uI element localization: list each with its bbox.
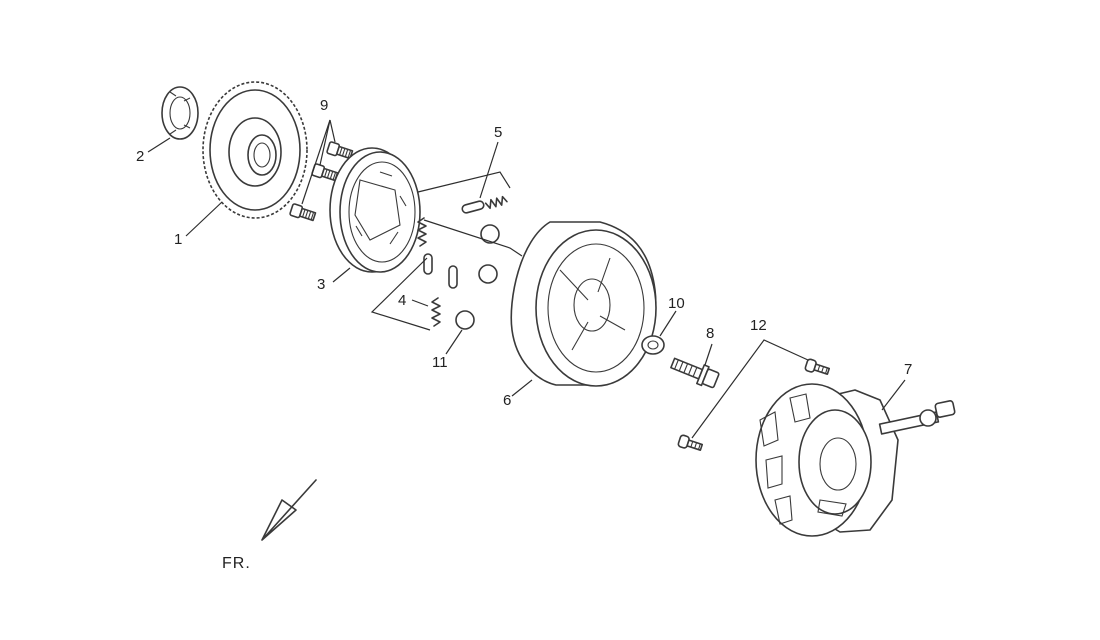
part-12-screws xyxy=(677,358,831,451)
part-8-flange-bolt xyxy=(670,357,720,389)
callout-1: 1 xyxy=(174,231,182,248)
callout-2: 2 xyxy=(136,148,144,165)
part-5-pin-spring xyxy=(461,195,508,214)
rollers xyxy=(455,224,500,330)
callout-4: 4 xyxy=(398,292,406,309)
callout-11: 11 xyxy=(432,354,448,371)
front-direction-label: FR. xyxy=(222,555,251,572)
part-6-flywheel-rotor xyxy=(510,221,657,387)
callout-10: 10 xyxy=(668,295,685,312)
callout-3: 3 xyxy=(317,276,325,293)
part-7-stator xyxy=(755,383,956,537)
part-3-one-way-clutch xyxy=(329,147,421,273)
part-4-pin-spring xyxy=(417,217,458,327)
part-1-starter-gear xyxy=(202,81,308,219)
callout-12: 12 xyxy=(750,317,767,334)
part-10-washer xyxy=(641,335,665,355)
callout-5: 5 xyxy=(494,124,502,141)
callout-8: 8 xyxy=(706,325,714,342)
part-2-bearing xyxy=(161,86,199,140)
callout-7: 7 xyxy=(904,361,912,378)
callout-9: 9 xyxy=(320,97,328,114)
front-direction-arrow xyxy=(261,479,317,541)
callout-6: 6 xyxy=(503,392,511,409)
leader-lines xyxy=(147,119,906,439)
